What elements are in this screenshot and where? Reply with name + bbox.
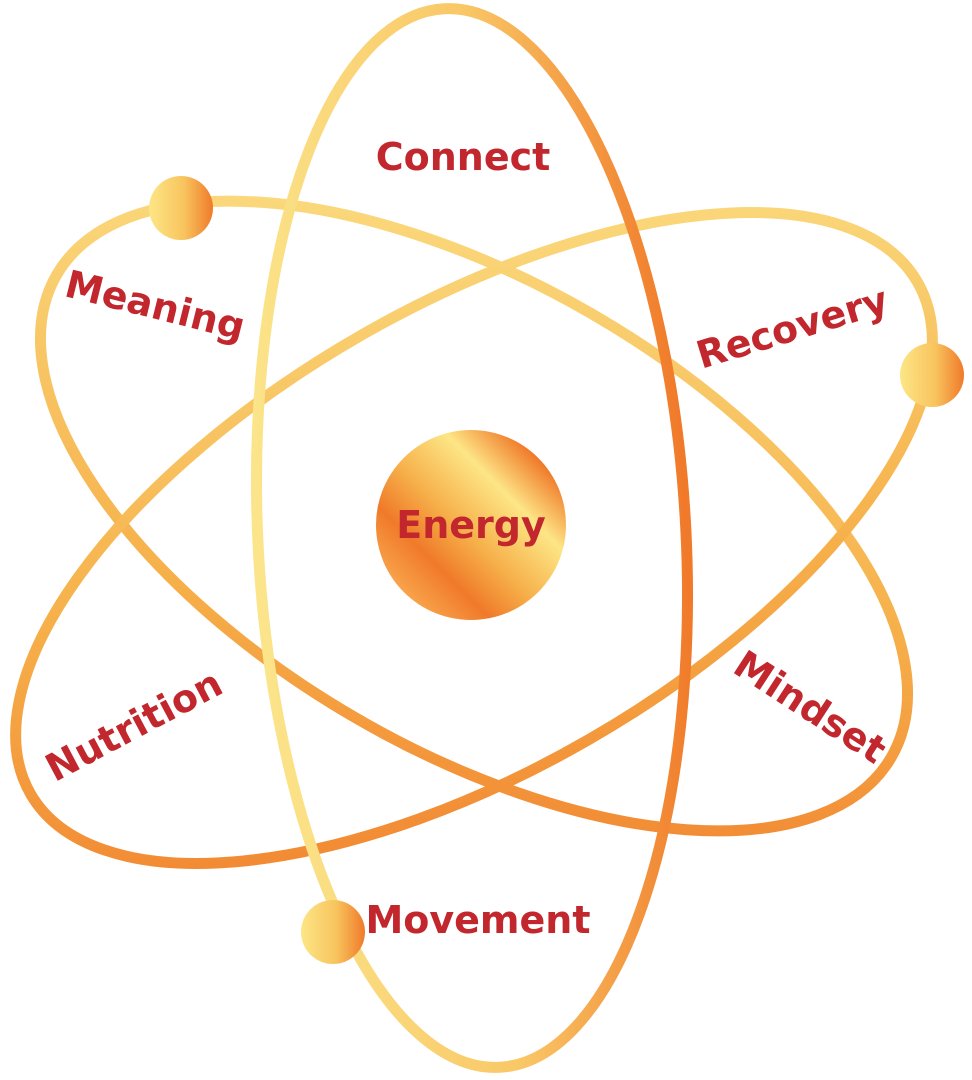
label-energy: Energy [396,503,546,547]
electron-right [900,343,964,407]
label-meaning: Meaning [61,262,250,349]
orbit-upper-left-to-lower-right [34,195,914,837]
nucleus [376,430,566,620]
label-nutrition: Nutrition [38,661,229,791]
electron-bottom [301,900,365,964]
electron-upper-left [149,176,213,240]
orbit-vertical [251,3,693,1073]
label-mindset: Mindset [726,642,894,772]
label-movement: Movement [365,898,590,942]
orbit-lower-left-to-upper-right [10,207,938,869]
label-connect: Connect [376,135,551,179]
label-recovery: Recovery [691,278,893,378]
